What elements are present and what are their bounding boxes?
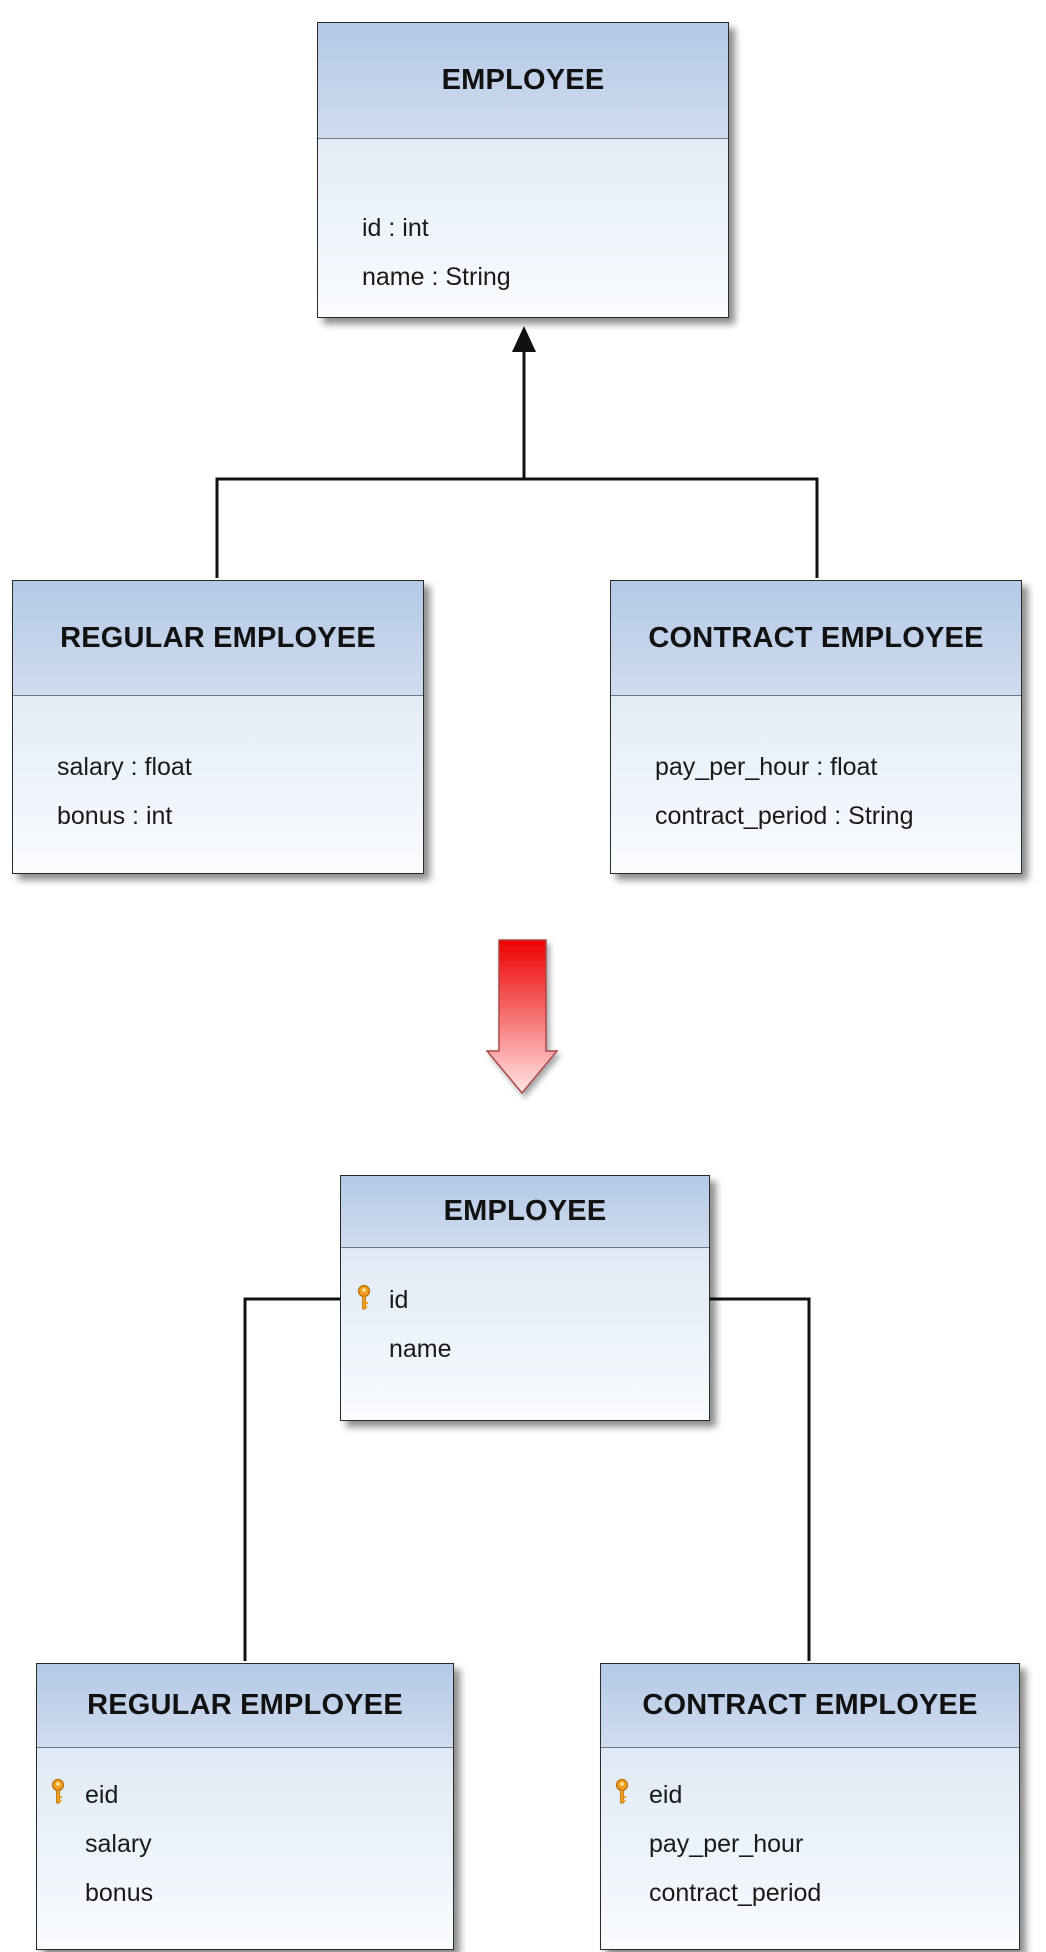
uml-attribute: contract_period : String	[655, 802, 914, 830]
key-icon	[51, 1778, 65, 1804]
table-column: id	[389, 1286, 409, 1314]
table-column: bonus	[85, 1879, 154, 1907]
uml-class-attributes: pay_per_hour : float contract_period : S…	[611, 696, 1021, 873]
uml-class-employee[interactable]: EMPLOYEE id : int name : String	[317, 22, 729, 318]
table-title: EMPLOYEE	[443, 1195, 607, 1227]
table-contract-employee[interactable]: CONTRACT EMPLOYEE eid pay_per_hour contr…	[600, 1663, 1020, 1950]
uml-class-title: CONTRACT EMPLOYEE	[648, 621, 984, 654]
table-title: CONTRACT EMPLOYEE	[642, 1689, 978, 1721]
table-column: contract_period	[649, 1879, 822, 1907]
uml-attribute: salary : float	[57, 753, 192, 781]
uml-class-title: EMPLOYEE	[441, 64, 605, 96]
uml-class-contract-employee[interactable]: CONTRACT EMPLOYEE pay_per_hour : float c…	[610, 580, 1022, 874]
uml-class-attributes: id : int name : String	[318, 139, 728, 317]
uml-attribute: pay_per_hour : float	[655, 753, 878, 781]
table-header: CONTRACT EMPLOYEE	[601, 1664, 1019, 1748]
table-title: REGULAR EMPLOYEE	[87, 1689, 403, 1721]
table-columns: eid pay_per_hour contract_period	[601, 1748, 1019, 1949]
table-column: eid	[85, 1781, 119, 1809]
uml-class-title: REGULAR EMPLOYEE	[60, 621, 376, 654]
table-column: salary	[85, 1830, 152, 1858]
table-employee[interactable]: EMPLOYEE id name	[340, 1175, 710, 1421]
fk-line-regular	[243, 1297, 340, 1661]
fk-line-contract	[710, 1297, 811, 1661]
uml-class-header: EMPLOYEE	[318, 23, 728, 139]
table-columns: eid salary bonus	[37, 1748, 453, 1949]
table-regular-employee[interactable]: REGULAR EMPLOYEE eid salary bonus	[36, 1663, 454, 1950]
table-header: EMPLOYEE	[341, 1176, 709, 1248]
table-column: eid	[649, 1781, 683, 1809]
table-column: pay_per_hour	[649, 1830, 804, 1858]
uml-class-header: CONTRACT EMPLOYEE	[611, 581, 1021, 696]
uml-class-header: REGULAR EMPLOYEE	[13, 581, 423, 696]
table-column: name	[389, 1335, 452, 1363]
uml-attribute: id : int	[362, 214, 429, 242]
uml-attribute: bonus : int	[57, 802, 173, 830]
uml-class-attributes: salary : float bonus : int	[13, 696, 423, 873]
down-arrow-icon	[485, 939, 559, 1095]
uml-class-regular-employee[interactable]: REGULAR EMPLOYEE salary : float bonus : …	[12, 580, 424, 874]
table-columns: id name	[341, 1248, 709, 1420]
generalization-arrowhead	[512, 326, 536, 352]
table-header: REGULAR EMPLOYEE	[37, 1664, 453, 1748]
key-icon	[615, 1778, 629, 1804]
generalization-line-regular	[215, 477, 524, 578]
key-icon	[357, 1284, 371, 1310]
uml-attribute: name : String	[362, 263, 511, 291]
generalization-line-contract	[524, 477, 819, 578]
